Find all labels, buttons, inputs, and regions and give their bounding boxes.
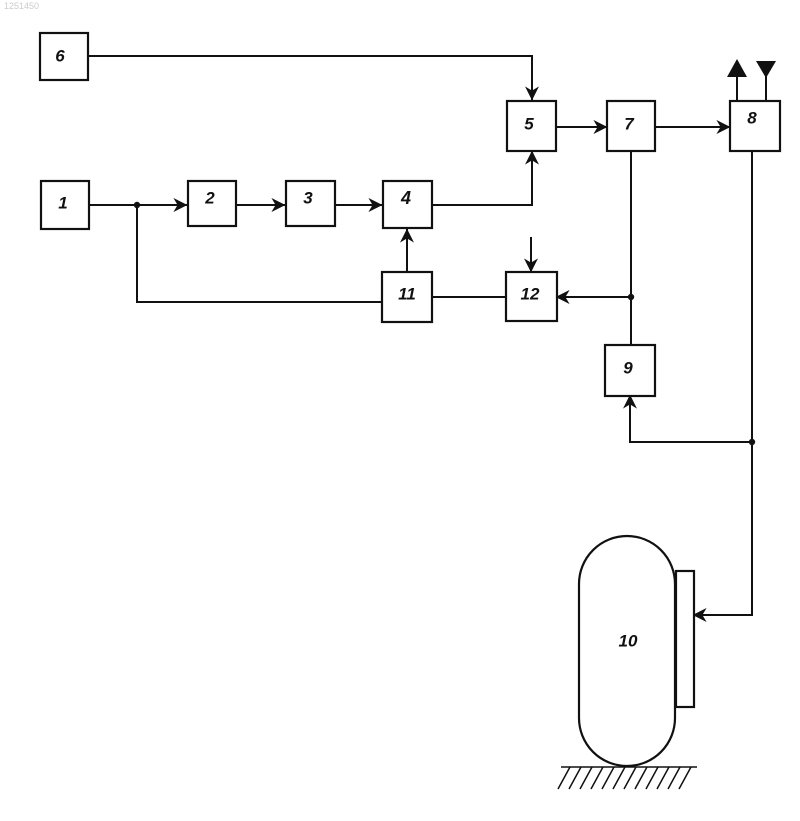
block-5-label: 5 [524, 115, 534, 134]
block-1: 1 [41, 181, 89, 229]
wire-11-feedback [137, 205, 382, 302]
object-10-plate [676, 571, 694, 707]
block-11-label: 11 [398, 285, 416, 304]
junction-dot [749, 439, 755, 445]
block-2: 2 [188, 181, 236, 226]
wire-junction-to-9 [630, 396, 752, 442]
block-3: 3 [286, 181, 335, 226]
object-10: 10 [579, 536, 694, 766]
block-7: 7 [607, 101, 655, 151]
block-3-label: 3 [303, 189, 313, 208]
block-9-label: 9 [623, 359, 633, 378]
block-4-label: 4 [400, 188, 411, 208]
antenna-up-icon [727, 59, 747, 77]
block-8-label: 8 [747, 109, 757, 128]
connections [88, 56, 766, 615]
ground-hatch [558, 767, 697, 789]
block-10-label: 10 [619, 632, 638, 651]
block-2-label: 2 [204, 189, 215, 208]
junction-dot [628, 294, 634, 300]
block-9: 9 [605, 345, 655, 396]
block-11: 11 [382, 272, 432, 322]
block-4: 4 [383, 181, 432, 228]
document-number: 1251450 [4, 1, 39, 11]
block-6: 6 [40, 33, 88, 80]
block-5: 5 [507, 101, 556, 151]
wire-6-to-5 [88, 56, 532, 99]
block-6-label: 6 [55, 47, 65, 66]
junction-dot [134, 202, 140, 208]
object-10-body [579, 536, 675, 766]
block-12: 12 [506, 272, 557, 321]
wire-8-to-10 [694, 151, 752, 615]
wire-4-to-5 [432, 152, 532, 205]
block-12-label: 12 [521, 285, 540, 304]
block-1-label: 1 [58, 194, 67, 213]
block-7-label: 7 [624, 115, 635, 134]
antenna-down-icon [756, 61, 776, 78]
block-8: 8 [730, 101, 780, 151]
